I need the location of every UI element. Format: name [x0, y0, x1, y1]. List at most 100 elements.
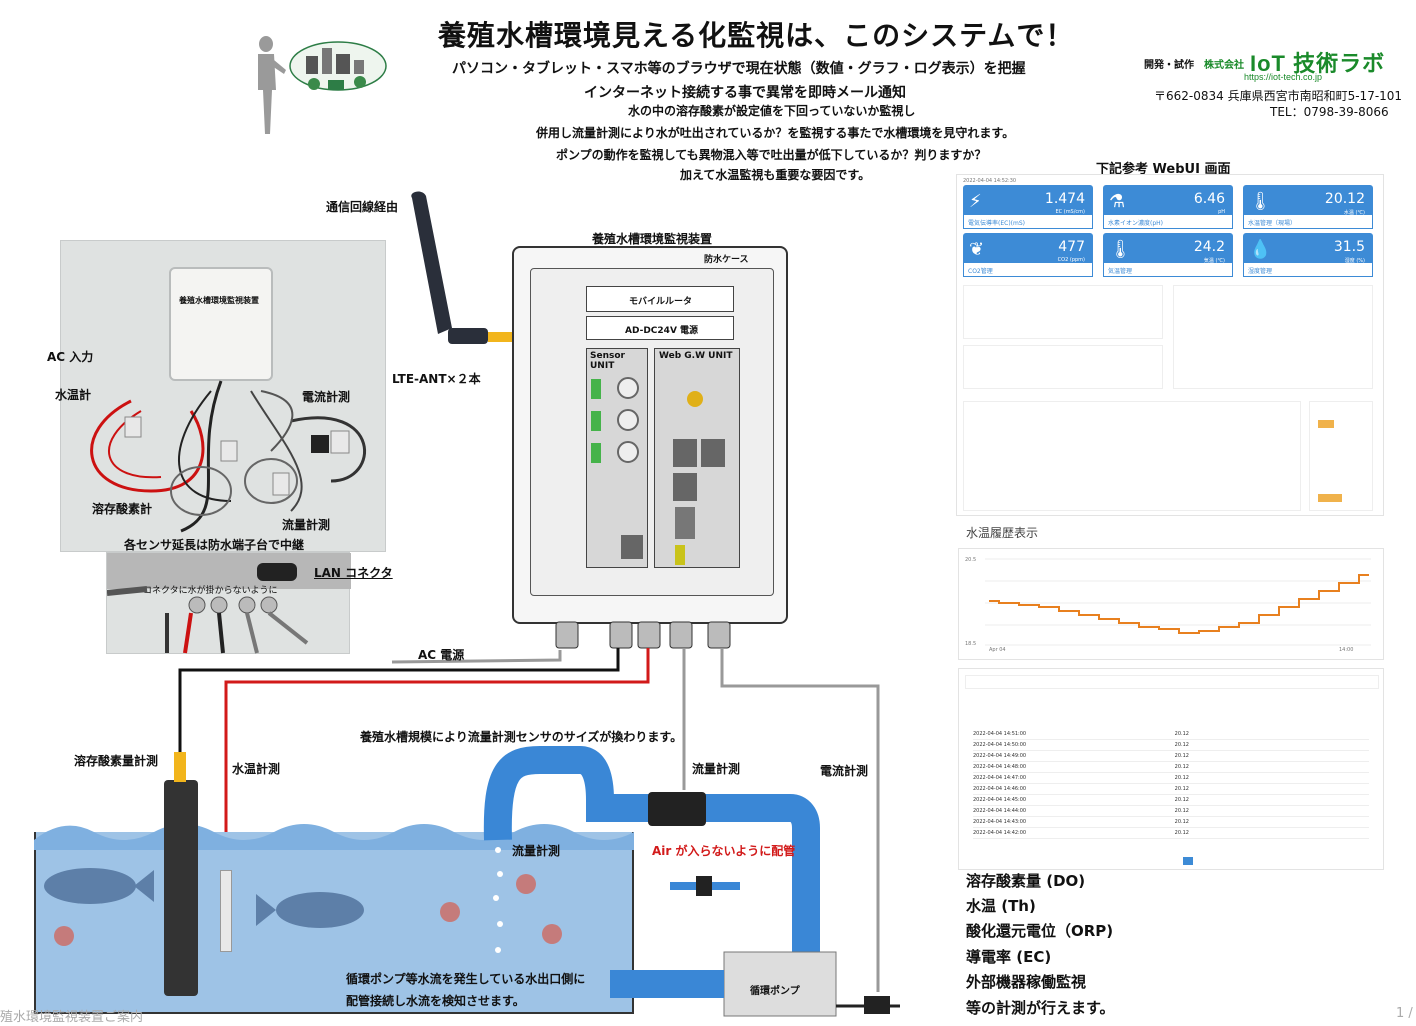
port2-connector: [617, 409, 639, 431]
equipment-table: [963, 401, 1301, 511]
label-water-temp-meter: 水温計: [55, 388, 92, 402]
device-photo: 養殖水槽環境監視装置: [60, 240, 386, 552]
card-ph[interactable]: ⚗ 6.46 pH 水素イオン濃度(pH): [1103, 185, 1233, 229]
label-lte-ant: LTE-ANT×２本: [392, 372, 481, 386]
device-photo-box: 養殖水槽環境監視装置: [169, 267, 273, 381]
card-air-temp[interactable]: 🌡 24.2 気温 (℃) 気温管理: [1103, 233, 1233, 277]
lte-antenna-icon: [411, 191, 518, 344]
control-panel: [1309, 401, 1373, 511]
measure-do: 溶存酸素量 (DO): [966, 872, 1086, 890]
cable-glands: [555, 621, 731, 649]
label-flow-measure-top: 流量計測: [692, 762, 741, 776]
pipe-system: [483, 746, 900, 1017]
card-humidity[interactable]: 💧 31.5 湿度 (%) 湿度管理: [1243, 233, 1373, 277]
eth0-port: [673, 439, 697, 467]
card-air-temp-foot: 気温管理: [1103, 263, 1233, 277]
label-air-note: Air が入らないように配管: [652, 844, 796, 858]
company-kabushiki: 株式会社: [1204, 60, 1244, 71]
label-pump: 循環ポンプ: [750, 986, 800, 997]
thermometer-icon: 🌡: [1109, 239, 1132, 260]
status-table: [1173, 285, 1373, 389]
card-ph-foot: 水素イオン濃度(pH): [1103, 215, 1233, 229]
label-extension-note: 各センサ延長は防水端子台で中継: [124, 538, 305, 552]
company-tel: TEL：0798-39-8066: [1270, 105, 1389, 119]
device-title: 養殖水槽環境監視装置: [592, 232, 713, 246]
card-ec-foot: 電気伝導率(EC)(mS): [963, 215, 1093, 229]
do-sensor-probe: [164, 780, 198, 996]
card-co2-foot: CO2管理: [963, 263, 1093, 277]
header-line-3: 水の中の溶存酸素が設定値を下回っていないか監視し: [628, 104, 916, 118]
card-ec[interactable]: ⚡ 1.474 EC (mS/cm) 電気伝導率(EC)(mS): [963, 185, 1093, 229]
company-logo: IoT 技術ラボ: [1250, 51, 1386, 76]
do-sensor-cap: [174, 752, 186, 782]
label-current-measure: 電流計測: [820, 764, 869, 778]
footer-doc-title: 殖水環境監視装置ご案内: [0, 1010, 144, 1025]
control-button-1[interactable]: [1318, 420, 1334, 428]
flow-sensor-small-icon: [670, 876, 740, 896]
pwr-led: [687, 391, 703, 407]
eth-port: [673, 473, 697, 501]
card-co2[interactable]: ❦ 477 CO2 (ppm) CO2管理: [963, 233, 1093, 277]
label-pump-note-1: 循環ポンプ等水流を発生している水出口側に: [346, 972, 586, 986]
waterproof-case-label: 防水ケース: [704, 255, 749, 265]
header-line-2: インターネット接続する事で異常を即時メール通知: [584, 85, 906, 101]
thermometer-icon: 🌡: [1249, 191, 1272, 212]
bolt-icon: ⚡: [969, 191, 982, 212]
card-water-temp-unit: 水温 (℃): [1343, 210, 1365, 216]
measure-ec: 導電率 (EC): [966, 948, 1052, 966]
mobile-router: モバイルルータ: [586, 286, 734, 312]
card-co2-unit: CO2 (ppm): [1057, 257, 1085, 263]
temp-sensor-probe: [220, 870, 232, 952]
label-ac-input: AC 入力: [47, 350, 94, 364]
port1-terminal: [591, 379, 601, 399]
woman-smartphone-illustration: [258, 36, 387, 134]
label-do-measure: 溶存酸素量計測: [74, 754, 159, 768]
header-line-1: パソコン・タブレット・スマホ等のブラウザで現在状態（数値・グラフ・ログ表示）を把…: [452, 61, 1026, 77]
sensor-unit-label: Sensor UNIT: [590, 351, 625, 371]
port2-terminal: [591, 411, 601, 431]
leaf-icon: ❦: [969, 239, 985, 260]
monitoring-device: 防水ケース モバイルルータ AD-DC24V 電源 Sensor UNIT We…: [512, 246, 788, 624]
measure-th: 水温 (Th): [966, 897, 1036, 915]
date-selectors[interactable]: [965, 675, 1379, 689]
connector-note: コネクタに水が掛からないように: [143, 586, 278, 596]
temp-line-chart: [985, 558, 1371, 646]
power-supply: AD-DC24V 電源: [586, 316, 734, 340]
card-water-temp[interactable]: 🌡 20.12 水温 (℃) 水温管理（現場）: [1243, 185, 1373, 229]
connector-photo: コネクタに水が掛からないように: [106, 552, 351, 654]
pump-body: [723, 951, 837, 1017]
header-line-5: ポンプの動作を監視しても異物混入等で吐出量が低下しているか？判りますか？: [556, 148, 987, 162]
port3-terminal: [591, 443, 601, 463]
cable-routing: [178, 648, 880, 992]
label-flow-measure-tank: 流量計測: [512, 844, 561, 858]
dev-label: 開発・試作: [1144, 60, 1194, 71]
webui-screenshot: 2022-04-04 14:52:30 ⚡ 1.474 EC (mS/cm) 電…: [956, 174, 1384, 516]
x-tick-7: 14:00: [1339, 647, 1354, 653]
card-ph-unit: pH: [1218, 209, 1225, 215]
page-title: 養殖水槽環境見える化監視は、このシステムで！: [438, 19, 1075, 52]
company-address: 〒662-0834 兵庫県西宮市南昭和町5-17-101: [1154, 89, 1403, 103]
y-tick-0: 20.5: [965, 557, 977, 563]
control-button-2[interactable]: [1318, 494, 1342, 502]
header-line-4: 併用し流量計測により水が吐出されているか？を監視する事たで水槽環境を見守れます。: [536, 126, 1015, 140]
card-humidity-foot: 湿度管理: [1243, 263, 1373, 277]
card-co2-value: 477: [1058, 239, 1085, 255]
pagination-current[interactable]: [1183, 857, 1193, 865]
card-humidity-unit: 湿度 (%): [1344, 258, 1365, 264]
card-air-temp-value: 24.2: [1193, 239, 1225, 255]
webui-title: 下記参考 WebUI 画面: [1096, 162, 1231, 177]
webgw-unit: Web G.W UNIT: [654, 348, 740, 568]
page-number: 1 /: [1396, 1006, 1413, 1021]
label-lan-connector: LAN コネクタ: [314, 566, 393, 580]
measure-external: 外部機器稼働監視: [966, 973, 1087, 991]
sensor-cables-illustration: [90, 380, 366, 533]
